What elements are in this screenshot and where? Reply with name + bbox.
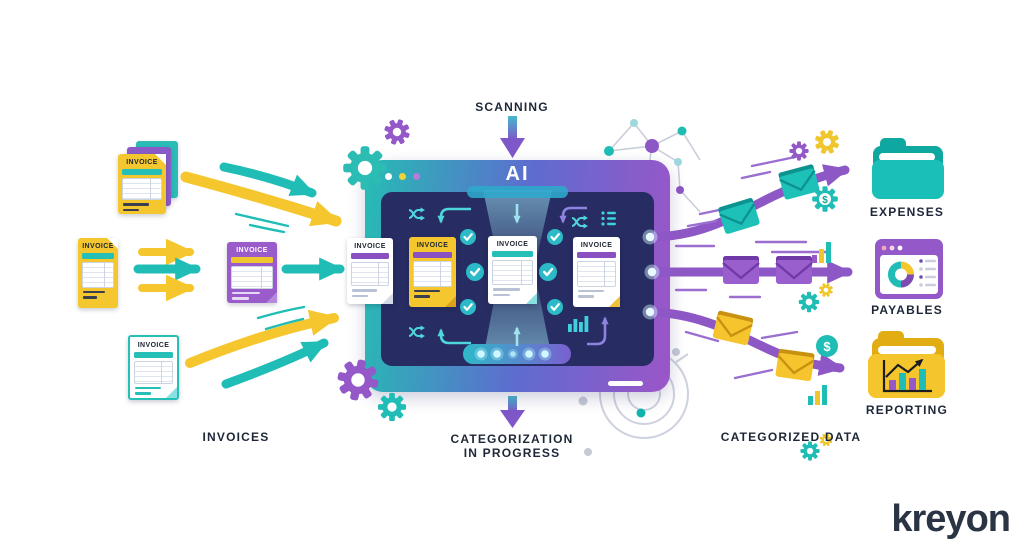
envelope-icon bbox=[711, 309, 755, 347]
envelope-icon bbox=[774, 347, 816, 383]
page-fold bbox=[155, 154, 166, 165]
page-fold bbox=[526, 293, 537, 304]
flow-expenses: $ bbox=[647, 126, 850, 242]
categorized-data-caption: CATEGORIZED DATA bbox=[720, 430, 862, 444]
invoice-document: INVOICE bbox=[78, 238, 118, 308]
invoice-title: INVOICE bbox=[236, 247, 268, 254]
expenses-label: EXPENSES bbox=[869, 205, 945, 219]
dollar-circle-icon: $ bbox=[816, 335, 838, 357]
envelope-icon bbox=[721, 254, 761, 286]
list-rows bbox=[919, 259, 936, 287]
notch-glow-dots bbox=[474, 347, 552, 361]
shuffle-icon bbox=[571, 214, 589, 230]
categorization-arrow bbox=[500, 396, 525, 428]
bar-chart-icon bbox=[808, 385, 827, 405]
invoice-title: INVOICE bbox=[416, 242, 449, 249]
machine-window-dots bbox=[385, 173, 420, 180]
page-fold bbox=[107, 238, 118, 249]
page-fold bbox=[166, 387, 177, 398]
expenses-folder-icon bbox=[872, 138, 944, 199]
page-fold bbox=[266, 292, 277, 303]
invoice-document: INVOICE bbox=[118, 154, 166, 214]
gear-icon bbox=[377, 392, 407, 422]
shuffle-icon bbox=[408, 324, 426, 340]
svg-text:$: $ bbox=[822, 195, 828, 206]
invoice-document: INVOICE bbox=[573, 237, 620, 307]
input-arrows-top bbox=[180, 162, 342, 234]
invoice-document: INVOICE bbox=[409, 237, 456, 307]
page-fold bbox=[445, 296, 456, 307]
invoice-title: INVOICE bbox=[82, 243, 114, 250]
speed-lines bbox=[686, 154, 802, 228]
machine-power-dash bbox=[608, 381, 643, 386]
invoice-title: INVOICE bbox=[137, 342, 170, 349]
bar-chart-icon bbox=[812, 242, 831, 263]
list-icon bbox=[601, 211, 616, 226]
window-dot bbox=[385, 173, 392, 180]
window-dot bbox=[399, 173, 406, 180]
checkmark-icons bbox=[460, 229, 563, 315]
invoices-caption: INVOICES bbox=[202, 430, 270, 444]
page-fold bbox=[382, 293, 393, 304]
envelope-icon bbox=[716, 196, 762, 236]
page-fold bbox=[609, 296, 620, 307]
invoice-document: INVOICE bbox=[488, 236, 537, 304]
svg-text:$: $ bbox=[823, 339, 831, 354]
categorization-caption-line1: CATEGORIZATION bbox=[450, 432, 574, 446]
shuffle-icon bbox=[408, 206, 426, 222]
ai-scanner-machine: AI bbox=[347, 160, 670, 392]
process-icons bbox=[408, 206, 616, 346]
invoice-title: INVOICE bbox=[126, 159, 158, 166]
window-dot bbox=[413, 173, 420, 180]
reporting-folder-icon bbox=[868, 331, 945, 398]
kreyon-logo: kreyon bbox=[891, 498, 1011, 540]
gear-icon bbox=[789, 141, 809, 161]
envelope-icon bbox=[776, 162, 822, 202]
invoice-document: INVOICE bbox=[227, 242, 277, 303]
categorization-caption-line2: IN PROGRESS bbox=[463, 446, 561, 460]
invoice-title: INVOICE bbox=[496, 241, 529, 248]
donut-chart-icon bbox=[888, 261, 914, 288]
invoice-document: INVOICE bbox=[347, 238, 393, 304]
gear-icon bbox=[380, 115, 414, 149]
reporting-label: REPORTING bbox=[865, 403, 949, 417]
flow-payables bbox=[647, 240, 853, 313]
scanning-arrow bbox=[500, 116, 525, 158]
ai-machine-title: AI bbox=[505, 163, 530, 185]
invoice-title: INVOICE bbox=[354, 243, 386, 250]
invoice-title: INVOICE bbox=[580, 242, 613, 249]
gear-icon bbox=[816, 280, 836, 300]
envelope-icon bbox=[774, 254, 814, 286]
invoice-document: INVOICE bbox=[128, 335, 179, 400]
categorization-caption: CATEGORIZATION IN PROGRESS bbox=[412, 432, 612, 460]
speed-lines bbox=[674, 240, 830, 299]
gear-icon bbox=[800, 441, 820, 461]
payables-dashboard-icon bbox=[875, 239, 943, 299]
payables-label: PAYABLES bbox=[871, 303, 943, 317]
scanner-notch bbox=[463, 344, 571, 364]
scanning-caption: SCANNING bbox=[475, 100, 549, 114]
speed-lines bbox=[684, 330, 799, 380]
gear-icon bbox=[798, 291, 820, 313]
input-arrows-bottom bbox=[185, 305, 339, 389]
bar-chart-icon bbox=[568, 316, 589, 332]
gear-icon bbox=[811, 126, 843, 158]
trend-chart-icon bbox=[882, 358, 932, 393]
